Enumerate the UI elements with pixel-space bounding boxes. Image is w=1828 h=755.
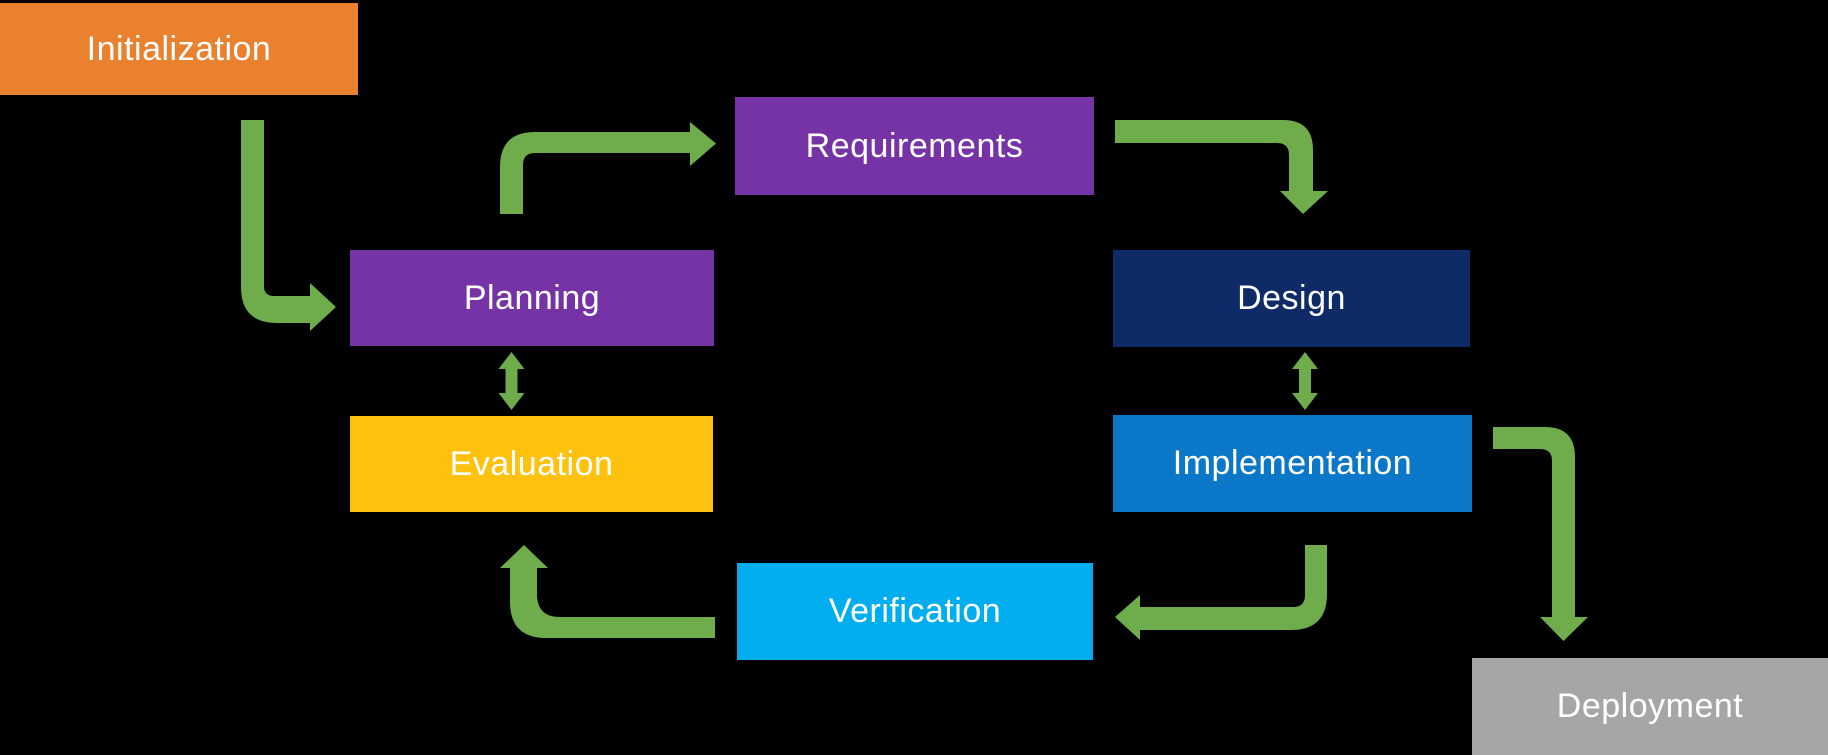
arrow-planning-evaluation-two-way xyxy=(498,352,525,410)
node-implementation: Implementation xyxy=(1113,415,1472,512)
arrow-verification-to-evaluation xyxy=(500,545,715,638)
arrow-implementation-to-verification xyxy=(1115,545,1327,640)
node-initialization: Initialization xyxy=(0,3,358,95)
node-planning: Planning xyxy=(350,250,714,346)
arrow-planning-to-requirements xyxy=(500,122,716,214)
arrow-initialization-to-planning xyxy=(241,120,336,331)
node-deployment: Deployment xyxy=(1472,658,1828,755)
arrow-implementation-to-deployment xyxy=(1493,427,1588,641)
node-design: Design xyxy=(1113,250,1470,347)
node-evaluation: Evaluation xyxy=(350,416,713,512)
arrow-design-implementation-two-way xyxy=(1292,352,1318,410)
arrow-requirements-to-design xyxy=(1115,120,1328,214)
node-verification: Verification xyxy=(737,563,1093,660)
node-requirements: Requirements xyxy=(735,97,1094,195)
